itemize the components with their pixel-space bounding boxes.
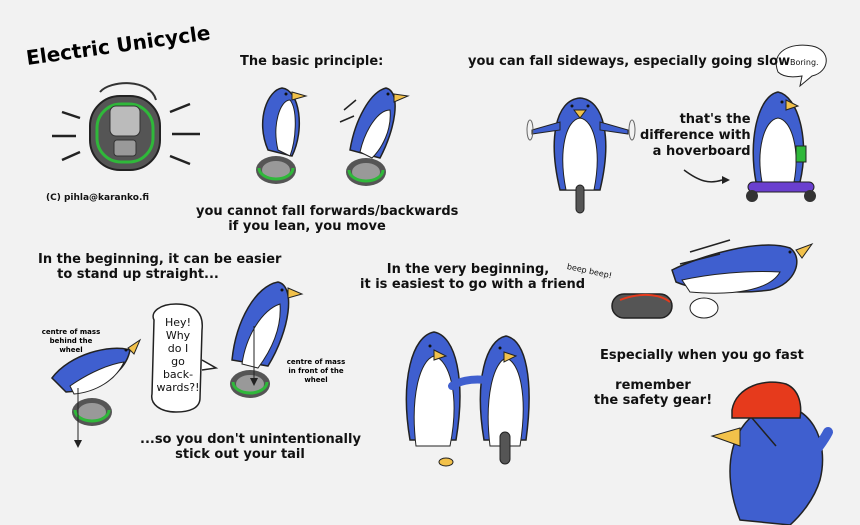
label-centre-mass-front: centre of mass in front of the wheel xyxy=(276,358,356,385)
basic-caption-line-2: if you lean, you move xyxy=(228,219,386,234)
credit-text: (C) pihla@karanko.fi xyxy=(46,193,150,203)
safety-gear-note: remember the safety gear! xyxy=(592,378,714,408)
penguin-friend-left xyxy=(405,331,461,467)
label-behind-line-2: behind the wheel xyxy=(49,337,93,354)
label-behind-line-1: centre of mass xyxy=(41,328,101,336)
penguin-friend-right xyxy=(448,335,530,465)
friend-heading-line-2: it is easiest to go with a friend xyxy=(360,277,586,292)
hoverboard-note-line-3: a hoverboard xyxy=(652,144,751,159)
beginning-caption-line-1: ...so you don't unintentionally xyxy=(140,432,361,447)
beginning-heading-line-1: In the beginning, it can be easier xyxy=(38,252,282,267)
speech-line-1: Hey! xyxy=(165,316,191,329)
label-front-line-2: in front of the wheel xyxy=(288,367,344,384)
sideways-heading: you can fall sideways, especially going … xyxy=(468,54,791,69)
penguin-flying xyxy=(671,239,814,319)
penguin-leaning-back xyxy=(51,338,142,448)
basic-principle-caption: you cannot fall forwards/backwards if yo… xyxy=(196,204,459,234)
beginning-heading: In the beginning, it can be easier to st… xyxy=(38,252,282,282)
safety-note-line-2: the safety gear! xyxy=(593,393,713,408)
speech-line-6: wards?! xyxy=(156,381,200,394)
hoverboard-note-line-2: difference with xyxy=(640,128,751,143)
penguin-upright xyxy=(254,87,308,186)
speech-line-4: go xyxy=(171,355,185,368)
penguin-leaning-forward xyxy=(228,281,304,400)
beginning-heading-line-2: to stand up straight... xyxy=(57,267,219,282)
fast-heading: Especially when you go fast xyxy=(600,348,804,363)
penguin-leaning xyxy=(339,87,410,188)
label-front-line-1: centre of mass xyxy=(286,358,346,366)
penguin-on-hoverboard xyxy=(683,44,827,202)
penguin-with-helmet xyxy=(710,381,833,525)
speech-bubble-backwards xyxy=(151,303,219,413)
basic-principle-heading: The basic principle: xyxy=(240,54,384,69)
speech-line-3: do I xyxy=(167,342,189,355)
penguin-balancing xyxy=(526,97,636,214)
unicycle-illustration xyxy=(52,82,200,171)
speech-line-5: back- xyxy=(162,368,194,381)
speech-boring: Boring. xyxy=(790,58,819,67)
basic-caption-line-1: you cannot fall forwards/backwards xyxy=(196,204,459,219)
speech-backwards-text: Hey! Why do I go back- wards?! xyxy=(156,316,200,394)
hoverboard-note: that's the difference with a hoverboard xyxy=(640,112,751,160)
beginning-caption-line-2: stick out your tail xyxy=(175,447,305,462)
beginning-caption: ...so you don't unintentionally stick ou… xyxy=(140,432,361,462)
hoverboard-note-line-1: that's the xyxy=(679,112,751,127)
label-centre-mass-behind: centre of mass behind the wheel xyxy=(40,328,102,355)
fallen-unicycle xyxy=(611,293,673,319)
speech-line-2: Why xyxy=(165,329,191,342)
friend-heading-line-1: In the very beginning, xyxy=(386,262,550,277)
safety-note-line-1: remember xyxy=(615,378,691,393)
friend-heading: In the very beginning, it is easiest to … xyxy=(360,262,586,292)
